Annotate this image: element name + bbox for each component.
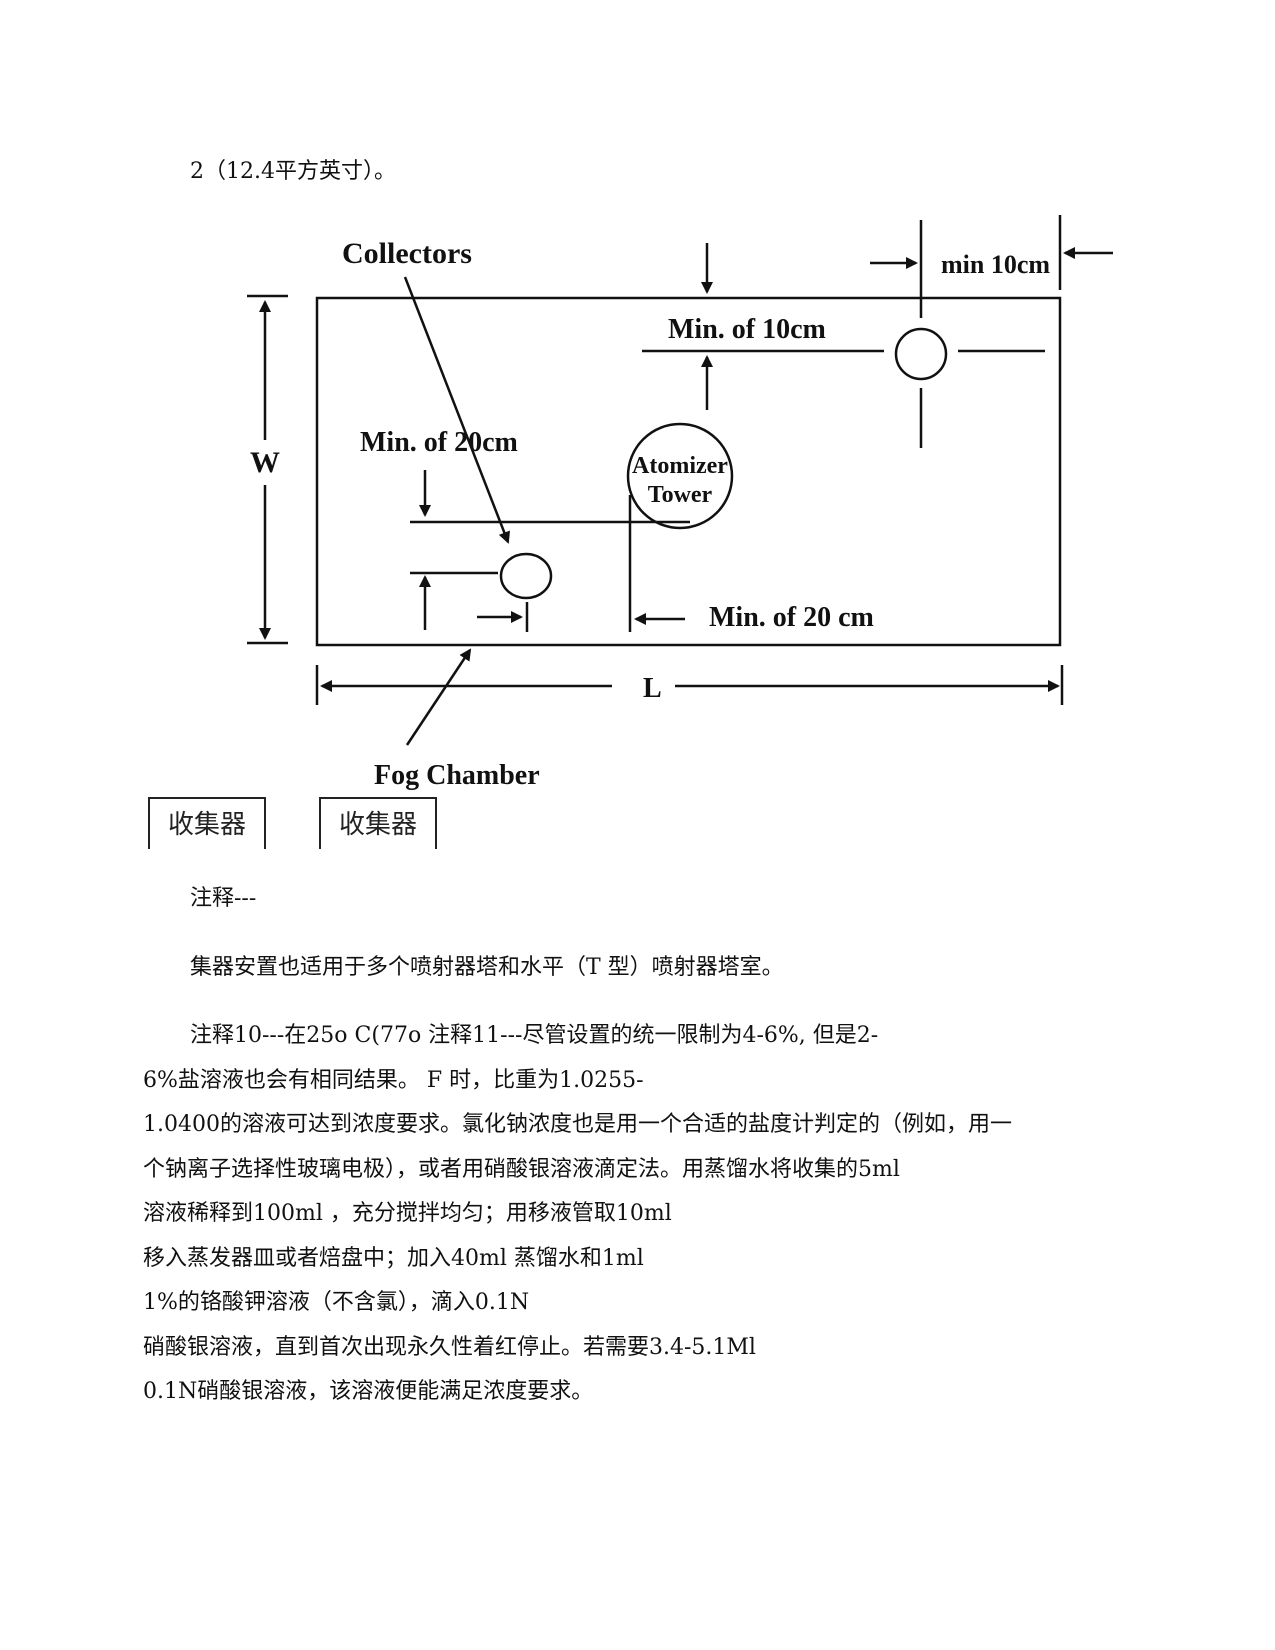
collectors-pointer [403,276,510,544]
paragraph-note10-line9: 0.1N硝酸银溶液，该溶液便能满足浓度要求。 [143,1379,594,1404]
top-line: 2（12.4平方英寸）。 [190,159,396,184]
paragraph-note10-line8: 硝酸银溶液，直到首次出现永久性着红停止。若需要3.4-5.1Ml [143,1335,756,1360]
min-of-20cm-left-label: Min. of 20cm [360,427,518,458]
min-of-20cm-bottom-label: Min. of 20 cm [709,602,874,633]
collectors-label: Collectors [342,237,472,270]
paragraph-collector-placement: 集器安置也适用于多个喷射器塔和水平（T 型）喷射器塔室。 [190,955,784,980]
min-of-10cm-label: Min. of 10cm [668,314,826,345]
paragraph-note10-line1: 注释10---在25o C(77o 注释11---尽管设置的统一限制为4-6%,… [190,1023,879,1048]
paragraph-note10-line4: 个钠离子选择性玻璃电极），或者用硝酸银溶液滴定法。用蒸馏水将收集的5ml [143,1157,900,1182]
paragraph-note: 注释--- [190,886,257,911]
l-label: L [643,673,662,704]
paragraph-note10-line5: 溶液稀释到100ml ，充分搅拌均匀；用移液管取10ml [143,1201,672,1226]
collector-label-box-1: 收集器 [148,797,266,849]
fog-chamber-pointer [405,648,472,746]
paragraph-note10-line7: 1%的铬酸钾溶液（不含氯），滴入0.1N [143,1290,530,1315]
w-label: W [250,446,280,479]
min-10cm-right-label: min 10cm [941,250,1050,279]
collector-circle-left [499,552,553,600]
chamber-outline [315,296,1062,647]
fog-chamber-label: Fog Chamber [374,760,540,791]
collector-circle-right [894,327,948,381]
atomizer-tower-circle [626,422,734,530]
paragraph-note10-line3: 1.0400的溶液可达到浓度要求。氯化钠浓度也是用一个合适的盐度计判定的（例如，… [143,1112,1012,1137]
paragraph-note10-line6: 移入蒸发器皿或者焙盘中；加入40ml 蒸馏水和1ml [143,1246,644,1271]
paragraph-note10-line2: 6%盐溶液也会有相同结果。 F 时，比重为1.0255- [143,1068,644,1093]
atomizer-label: Atomizer [632,453,728,479]
tower-label: Tower [648,482,713,508]
collector-label-box-2: 收集器 [319,797,437,849]
